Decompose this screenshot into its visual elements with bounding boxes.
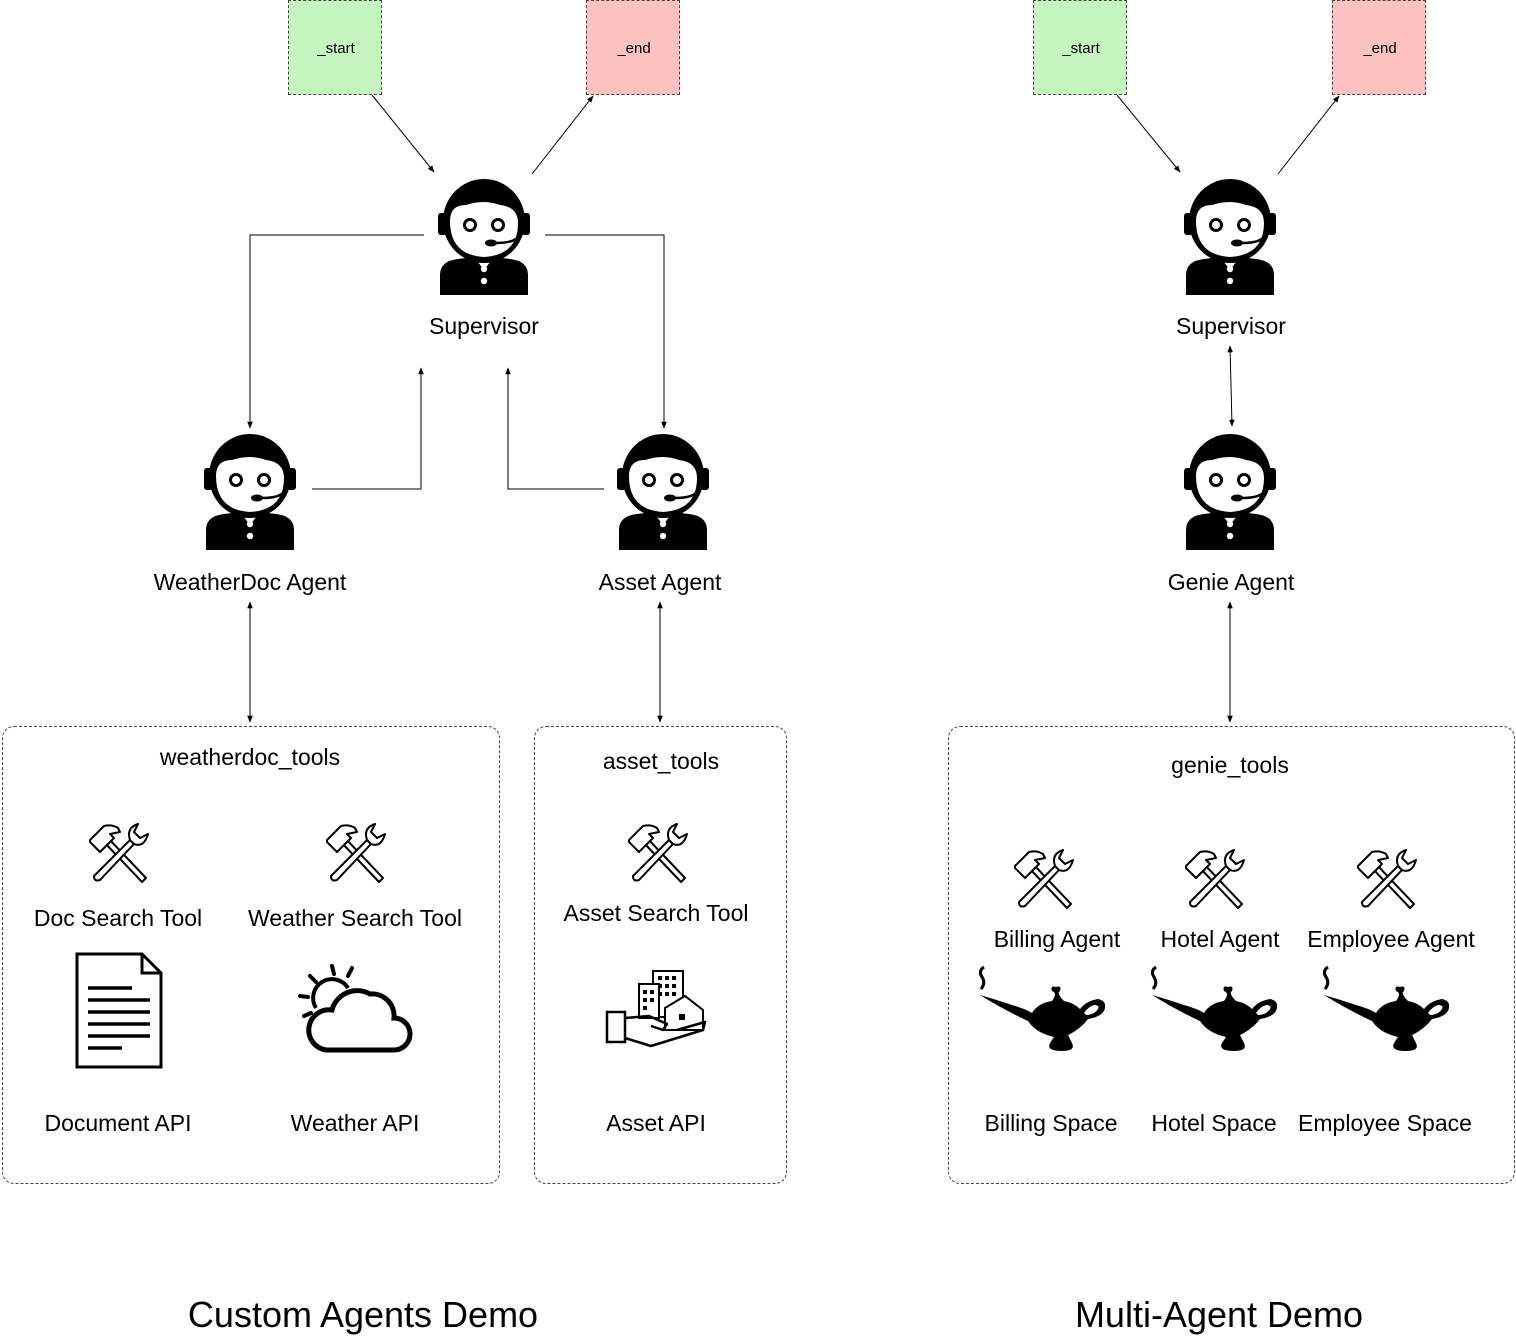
asset-tools-title: asset_tools xyxy=(602,748,720,774)
api-label: Document API xyxy=(44,1110,192,1136)
start-label-2: _start xyxy=(1062,40,1100,57)
person-headset-icon xyxy=(436,175,532,295)
start-node-2: _start xyxy=(1033,0,1127,95)
end-label-2: _end xyxy=(1363,40,1397,57)
person-headset-icon xyxy=(1182,175,1278,295)
sun-cloud-icon xyxy=(298,964,413,1053)
start-label: _start xyxy=(317,40,355,57)
tool-label: Doc Search Tool xyxy=(33,905,203,931)
end-node: _end xyxy=(586,0,680,95)
supervisor-label-2: Supervisor xyxy=(1176,313,1286,339)
hammer-wrench-icon xyxy=(1182,846,1248,912)
end-node-2: _end xyxy=(1332,0,1426,95)
hammer-wrench-icon xyxy=(86,820,152,886)
arrow-supervisor-to-asset xyxy=(545,234,667,429)
diagram-title: Custom Agents Demo xyxy=(187,1294,539,1335)
space-label: Hotel Space xyxy=(1151,1110,1277,1136)
space-label: Billing Space xyxy=(984,1110,1118,1136)
arrow-supervisor-to-end-2 xyxy=(1277,95,1340,175)
arrow-asset-to-supervisor xyxy=(505,367,604,490)
genie-lamp-icon xyxy=(1320,965,1452,1053)
weatherdoc-agent-label: WeatherDoc Agent xyxy=(153,569,347,595)
hammer-wrench-icon xyxy=(1011,846,1077,912)
hammer-wrench-icon xyxy=(1354,846,1420,912)
arrow-start-to-supervisor xyxy=(371,94,435,173)
start-node: _start xyxy=(288,0,382,95)
arrow-supervisor-genie xyxy=(1227,345,1235,427)
end-label: _end xyxy=(617,40,651,57)
supervisor-label: Supervisor xyxy=(429,313,539,339)
api-label: Asset API xyxy=(606,1110,706,1136)
genie-lamp-icon xyxy=(976,965,1108,1053)
weatherdoc-tools-group xyxy=(2,726,500,1184)
tool-label: Weather Search Tool xyxy=(248,905,462,931)
buildings-hand-icon xyxy=(605,970,707,1048)
genie-agent-label: Genie Agent xyxy=(1167,569,1295,595)
diagram-title: Multi-Agent Demo xyxy=(1074,1294,1364,1335)
asset-tools-group xyxy=(534,726,787,1184)
genie-tools-group xyxy=(948,726,1515,1184)
tool-label: Hotel Agent xyxy=(1160,926,1280,952)
hammer-wrench-icon xyxy=(323,820,389,886)
arrow-start-to-supervisor-2 xyxy=(1116,94,1181,173)
asset-agent-label: Asset Agent xyxy=(598,569,722,595)
tool-label: Billing Agent xyxy=(993,926,1121,952)
arrow-weatherdoc-to-supervisor xyxy=(312,367,424,490)
hammer-wrench-icon xyxy=(625,820,691,886)
person-headset-icon xyxy=(1182,430,1278,550)
arrow-supervisor-to-end xyxy=(531,95,594,175)
arrow-supervisor-to-weatherdoc xyxy=(247,234,424,429)
tool-label: Asset Search Tool xyxy=(563,900,749,926)
api-label: Weather API xyxy=(290,1110,420,1136)
person-headset-icon xyxy=(202,430,298,550)
weatherdoc-tools-title: weatherdoc_tools xyxy=(159,744,341,770)
space-label: Employee Space xyxy=(1298,1110,1472,1136)
document-icon xyxy=(75,952,163,1069)
genie-tools-title: genie_tools xyxy=(1171,752,1289,778)
person-headset-icon xyxy=(615,430,711,550)
tool-label: Employee Agent xyxy=(1307,926,1475,952)
genie-lamp-icon xyxy=(1148,965,1280,1053)
